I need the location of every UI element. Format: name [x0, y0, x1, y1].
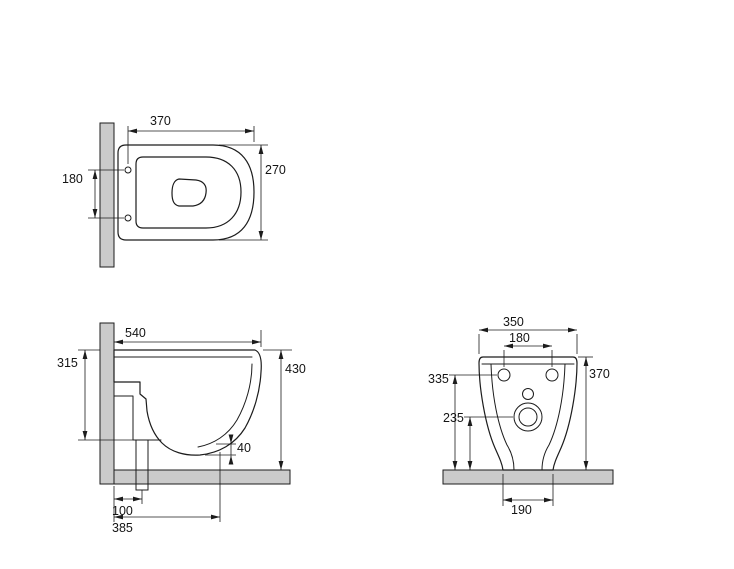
- floor-section-side: [113, 469, 291, 485]
- floor-section-rear: [442, 469, 614, 485]
- bowl-inner-curve-right: [541, 363, 566, 471]
- dimension-label-rear-width: 350: [503, 315, 524, 329]
- dimension-label-depth: 540: [125, 326, 146, 340]
- dimension-label-hole-height: 335: [428, 372, 449, 386]
- dimension-label-projection: 385: [112, 521, 133, 535]
- dimension-label-rear-hole-spacing: 180: [509, 331, 530, 345]
- fixing-hole-top: [124, 166, 132, 174]
- toilet-side-outline: [113, 349, 262, 456]
- plan-view: 370 270 180: [62, 114, 286, 268]
- bowl-rim-curve: [197, 363, 253, 448]
- dimension-label-hole-spacing: 180: [62, 172, 83, 186]
- rear-view: 350 180 370 335 235 190: [428, 315, 614, 517]
- drain-outlet-inner: [518, 407, 538, 427]
- dimension-label-rear-height: 370: [589, 367, 610, 381]
- dimension-label-rear-height: 315: [57, 356, 78, 370]
- dimension-label-outlet-offset: 100: [112, 504, 133, 518]
- dimension-label-overall-height: 430: [285, 362, 306, 376]
- dimension-label-length: 370: [150, 114, 171, 128]
- bowl-outline: [171, 178, 207, 207]
- wall-section-plan: [99, 122, 115, 268]
- fixing-hole-right: [545, 368, 559, 382]
- dimension-label-rim-gap: 40: [237, 441, 251, 455]
- water-inlet-hole: [522, 388, 534, 400]
- fixing-hole-left: [497, 368, 511, 382]
- side-view: 540 315 430 40 100 385: [57, 322, 306, 535]
- wall-section-side: [99, 322, 115, 485]
- dimension-label-base-width: 190: [511, 503, 532, 517]
- fixing-hole-bottom: [124, 214, 132, 222]
- dimension-label-outlet-height: 235: [443, 411, 464, 425]
- dimension-label-width: 270: [265, 163, 286, 177]
- bowl-inner-curve-left: [490, 363, 515, 471]
- trap-outline: [113, 395, 162, 441]
